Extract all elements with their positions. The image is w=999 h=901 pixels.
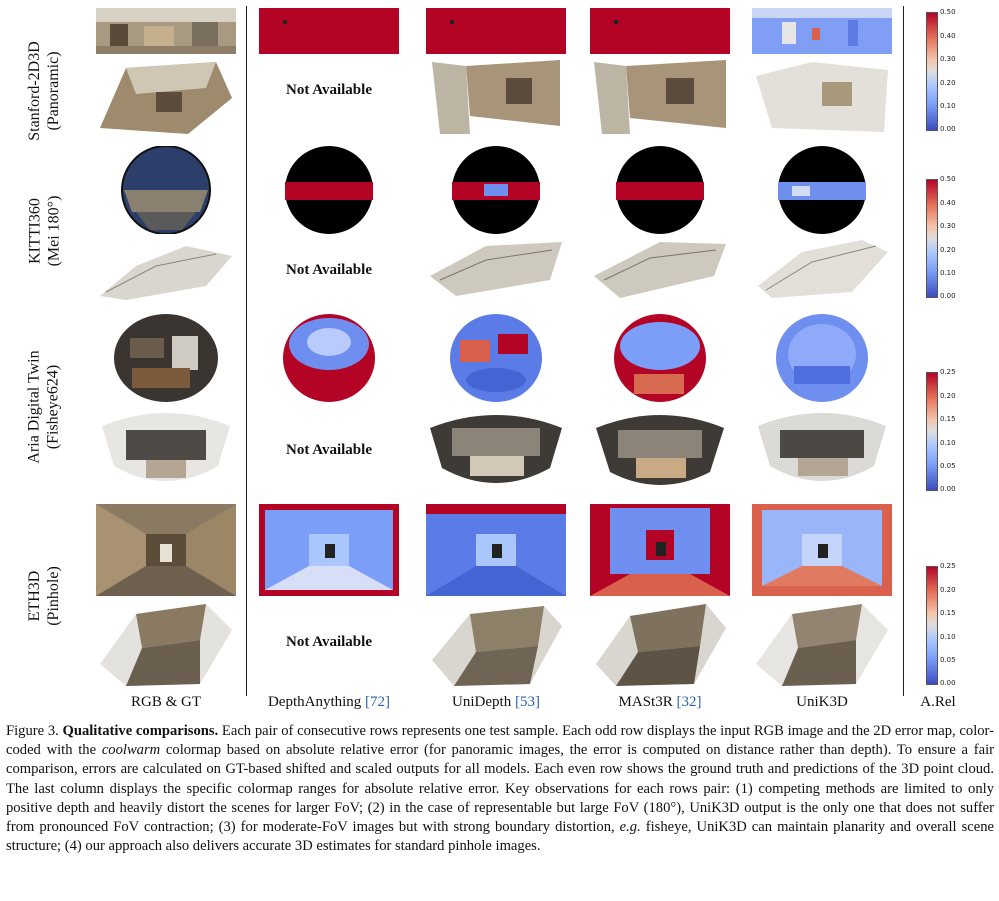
aria-mast3r-error [590, 314, 730, 402]
colorbar-eth3d-tick: 0.15 [940, 609, 956, 617]
caption-italic: e.g. [619, 819, 641, 836]
stanford-unidepth-error [426, 8, 566, 54]
colorbar-aria-tick: 0.15 [940, 415, 956, 423]
kitti-unik3d-pointcloud [752, 236, 892, 302]
kitti-unidepth-pointcloud [426, 236, 566, 302]
aria-rgb-image [96, 314, 236, 402]
colorbar-stanford-tick: 0.40 [940, 32, 956, 40]
colorbar-kitti [926, 179, 938, 298]
aria-depthanything-error [259, 314, 399, 402]
row-label-aria: Aria Digital Twin(Fisheye624) [26, 350, 63, 464]
kitti-depthanything-not-available: Not Available [286, 261, 372, 278]
stanford-gt-pointcloud [96, 58, 236, 136]
column-header-unik3d: UniK3D [796, 694, 848, 710]
eth3d-unidepth-pointcloud [426, 600, 566, 686]
kitti-unik3d-error [752, 146, 892, 234]
figure-caption: Figure 3. Qualitative comparisons. Each … [6, 722, 994, 856]
stanford-mast3r-pointcloud [590, 56, 730, 136]
row-label-eth3d: ETH3D(Pinhole) [25, 566, 62, 626]
colorbar-stanford-tick: 0.20 [940, 79, 956, 87]
colorbar-eth3d-tick: 0.00 [940, 679, 956, 687]
eth3d-mast3r-error [590, 504, 730, 596]
kitti-rgb-image [96, 146, 236, 234]
colorbar-kitti-tick: 0.20 [940, 246, 956, 254]
colorbar-kitti-tick: 0.00 [940, 292, 956, 300]
stanford-depthanything-error [259, 8, 399, 54]
aria-depthanything-not-available: Not Available [286, 441, 372, 458]
aria-mast3r-pointcloud [590, 406, 730, 492]
colorbar-stanford [926, 12, 938, 131]
colorbar-eth3d-tick: 0.10 [940, 633, 956, 641]
colorbar-aria-tick: 0.05 [940, 462, 956, 470]
kitti-mast3r-pointcloud [590, 236, 730, 302]
kitti-unidepth-error [426, 146, 566, 234]
eth3d-mast3r-pointcloud [590, 600, 730, 686]
stanford-rgb-image [96, 8, 236, 54]
caption-title: Qualitative comparisons. [62, 723, 219, 739]
colorbar-eth3d-tick: 0.05 [940, 656, 956, 664]
colorbar-aria [926, 372, 938, 491]
eth3d-rgb-image [96, 504, 236, 596]
separator-line-right [903, 6, 904, 696]
colorbar-stanford-tick: 0.00 [940, 125, 956, 133]
colorbar-eth3d-tick: 0.20 [940, 586, 956, 594]
kitti-depthanything-error [259, 146, 399, 234]
eth3d-gt-pointcloud [96, 600, 236, 686]
aria-unik3d-pointcloud [752, 406, 892, 492]
colorbar-aria-tick: 0.00 [940, 485, 956, 493]
colorbar-title: A.Rel [920, 694, 956, 710]
colorbar-kitti-tick: 0.50 [940, 175, 956, 183]
caption-text: fisheye, UniK3D can maintain planarity a… [6, 819, 994, 855]
colorbar-aria-tick: 0.20 [940, 392, 956, 400]
colorbar-stanford-tick: 0.50 [940, 8, 956, 16]
citation-link[interactable]: [32] [676, 694, 702, 710]
eth3d-unidepth-error [426, 504, 566, 596]
column-header-rgb-gt: RGB & GT [130, 694, 201, 710]
separator-line-left [246, 6, 247, 696]
caption-label: Figure 3. [6, 723, 59, 739]
caption-text: colormap based on absolute relative erro… [6, 742, 994, 836]
colorbar-kitti-tick: 0.40 [940, 199, 956, 207]
citation-link[interactable]: [72] [365, 694, 391, 710]
aria-unik3d-error [752, 314, 892, 402]
citation-link[interactable]: [53] [514, 694, 540, 710]
kitti-gt-pointcloud [96, 236, 236, 302]
aria-unidepth-pointcloud [426, 406, 566, 492]
colorbar-eth3d [926, 566, 938, 685]
colorbar-aria-tick: 0.25 [940, 368, 956, 376]
stanford-unik3d-error [752, 8, 892, 54]
caption-italic: coolwarm [101, 742, 161, 759]
aria-gt-pointcloud [96, 406, 236, 492]
colorbar-kitti-tick: 0.10 [940, 269, 956, 277]
aria-unidepth-error [426, 314, 566, 402]
eth3d-unik3d-error [752, 504, 892, 596]
stanford-mast3r-error [590, 8, 730, 54]
row-label-kitti360: KITTI360(Mei 180°) [25, 195, 62, 267]
stanford-depthanything-not-available: Not Available [286, 81, 372, 98]
column-header-unidepth: UniDepth [53] [452, 694, 540, 710]
stanford-unik3d-pointcloud [752, 56, 892, 136]
column-header-depthanything: DepthAnything [72] [267, 694, 391, 710]
caption-text: Each pair of consecutive rows represents… [6, 723, 994, 759]
stanford-unidepth-pointcloud [426, 56, 566, 136]
colorbar-kitti-tick: 0.30 [940, 222, 956, 230]
eth3d-unik3d-pointcloud [752, 600, 892, 686]
colorbar-stanford-tick: 0.30 [940, 55, 956, 63]
kitti-mast3r-error [590, 146, 730, 234]
eth3d-depthanything-not-available: Not Available [286, 633, 372, 650]
colorbar-stanford-tick: 0.10 [940, 102, 956, 110]
eth3d-depthanything-error [259, 504, 399, 596]
colorbar-eth3d-tick: 0.25 [940, 562, 956, 570]
colorbar-aria-tick: 0.10 [940, 439, 956, 447]
column-header-mast3r: MASt3R [32] [618, 694, 702, 710]
